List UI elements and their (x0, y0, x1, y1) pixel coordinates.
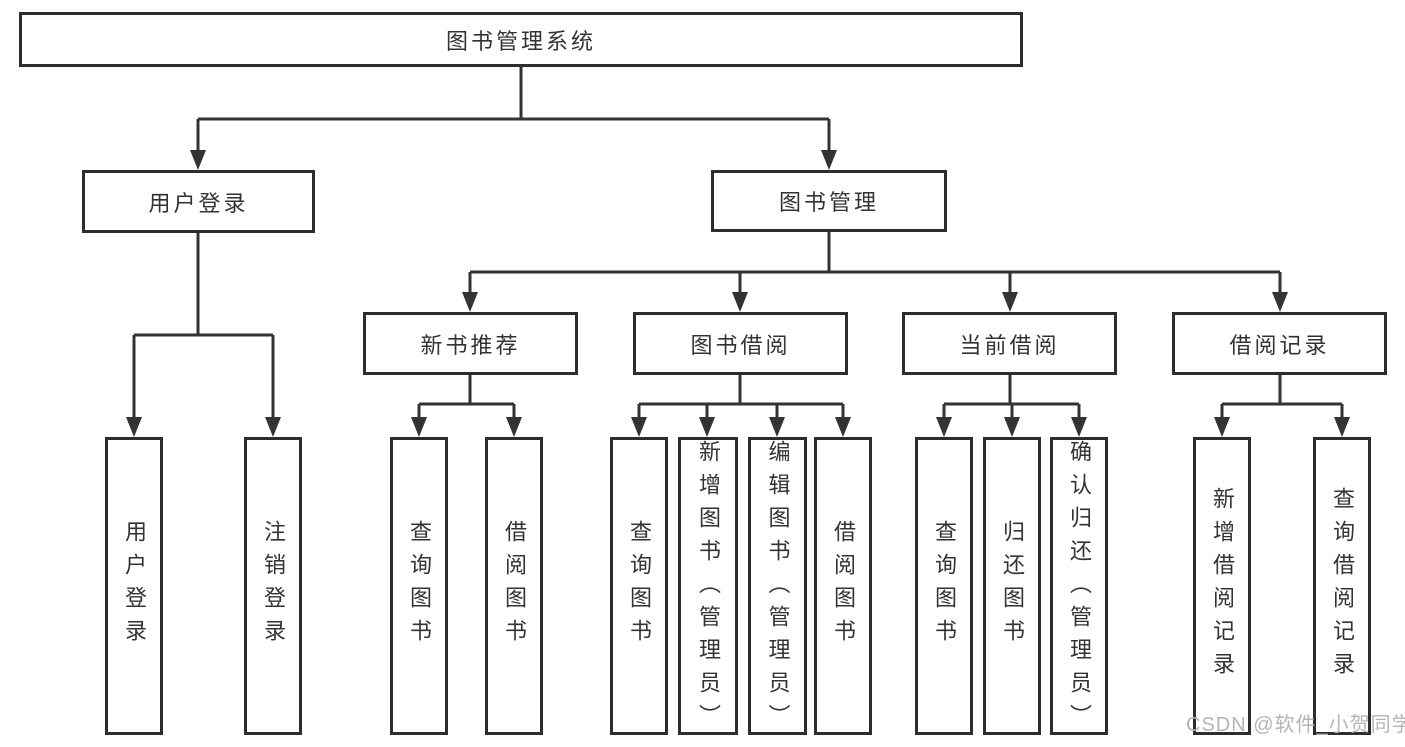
arrowhead-icons (126, 150, 1350, 437)
connector-lines (132, 67, 1344, 423)
node-library-system: 图书管理系统 (19, 12, 1023, 67)
node-leaf-add-books-admin: 新增图书（管理员） (678, 437, 738, 737)
node-new-book-recommend: 新书推荐 (363, 312, 578, 375)
node-leaf-query-books-recommend: 查询图书 (390, 437, 448, 735)
node-leaf-query-borrow-record: 查询借阅记录 (1313, 437, 1371, 735)
node-user-login: 用户登录 (82, 170, 315, 233)
node-leaf-user-login: 用户登录 (105, 437, 163, 735)
node-leaf-return-books: 归还图书 (983, 437, 1041, 735)
csdn-watermark: CSDN @软件_小贺同学 (1186, 714, 1405, 736)
node-leaf-logout: 注销登录 (244, 437, 302, 735)
node-current-borrowing: 当前借阅 (902, 312, 1117, 375)
node-leaf-edit-books-admin: 编辑图书（管理员） (748, 437, 807, 737)
node-leaf-confirm-return-admin: 确认归还（管理员） (1050, 437, 1108, 737)
node-leaf-query-books-current: 查询图书 (915, 437, 973, 735)
node-book-borrowing: 图书借阅 (633, 312, 848, 375)
node-leaf-query-books-borrow: 查询图书 (610, 437, 668, 735)
node-borrowing-records: 借阅记录 (1172, 312, 1387, 375)
node-book-management: 图书管理 (711, 170, 947, 232)
node-leaf-add-borrow-record: 新增借阅记录 (1193, 437, 1251, 735)
node-leaf-borrow-books-recommend: 借阅图书 (485, 437, 543, 735)
node-leaf-borrow-books: 借阅图书 (814, 437, 872, 735)
